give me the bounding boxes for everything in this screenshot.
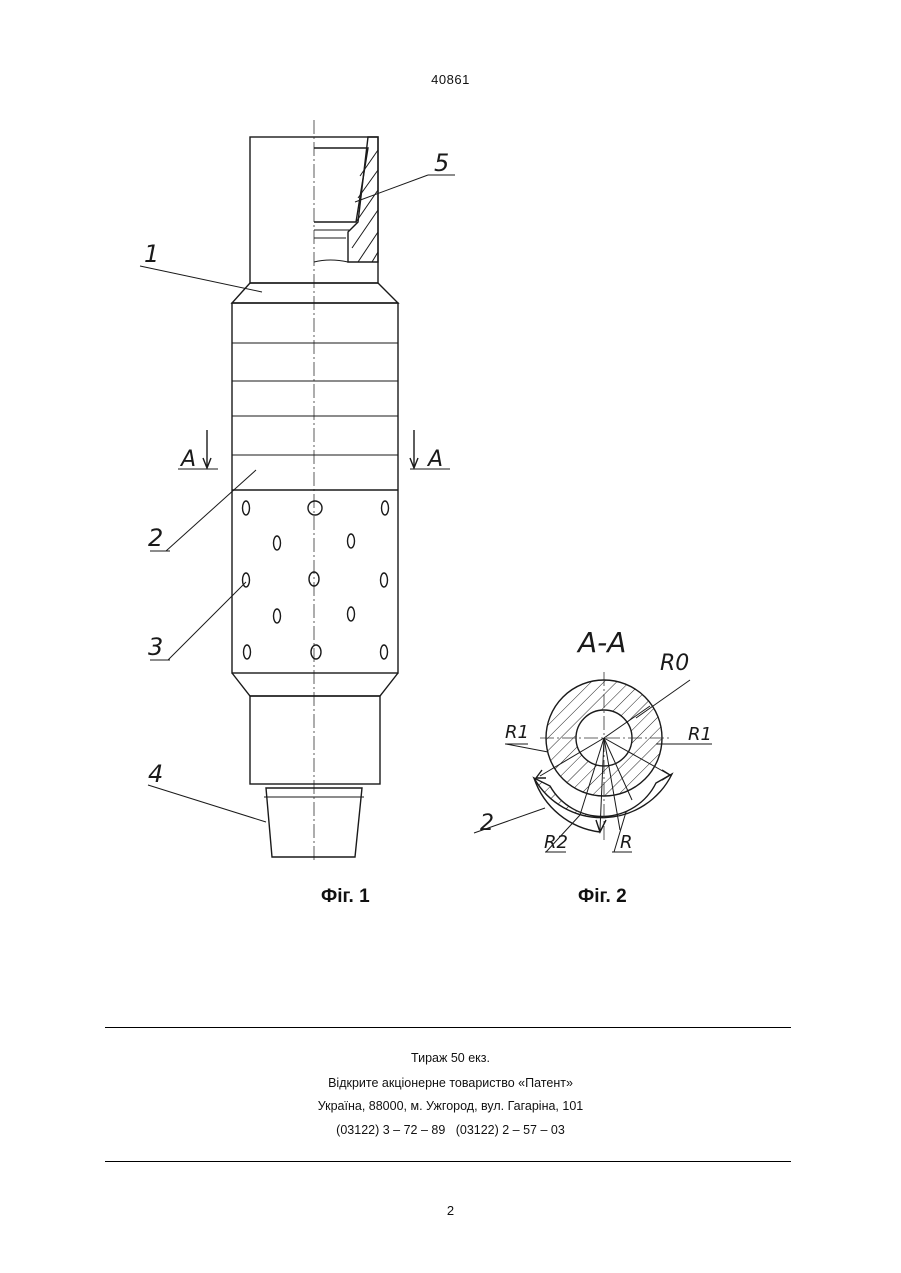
imprint-bottom-rule [105, 1161, 791, 1162]
label-part-5: 5 [434, 149, 449, 177]
label-section-left: A [179, 447, 196, 472]
fig1-leaders [140, 175, 455, 822]
figure-1-caption: Фіг. 1 [321, 886, 370, 908]
upper-taper [232, 283, 398, 303]
label-part-1: 1 [144, 240, 159, 268]
imprint-publisher: Відкрите акціонерне товариство «Патент» [0, 1076, 901, 1090]
perforation-holes-3 [243, 501, 389, 659]
threaded-section-5 [314, 137, 378, 262]
imprint-address: Україна, 88000, м. Ужгород, вул. Гагарін… [0, 1099, 901, 1113]
label-section-title: A-A [576, 626, 626, 659]
lower-cylinder [250, 696, 380, 784]
label-section-right: A [426, 447, 443, 472]
figure-2-caption: Фіг. 2 [578, 886, 627, 908]
imprint-top-rule [105, 1027, 791, 1028]
label-fig2-part-2: 2 [480, 811, 494, 836]
figure-1-drawing: 1 5 2 3 4 A A [0, 0, 901, 880]
imprint-circulation: Тираж 50 екз. [0, 1051, 901, 1065]
label-radius-1-left: R1 [505, 722, 529, 743]
page-number: 2 [0, 1203, 901, 1218]
lower-taper [232, 673, 398, 696]
label-part-2: 2 [148, 524, 163, 552]
imprint-phones: (03122) 3 – 72 – 89 (03122) 2 – 57 – 03 [0, 1123, 901, 1137]
label-radius-0: R0 [660, 651, 689, 676]
label-radius-1-right: R1 [688, 724, 712, 745]
figure-2-section [474, 672, 712, 852]
main-body-2 [232, 303, 398, 673]
label-part-4: 4 [148, 760, 163, 788]
label-radius-2: R2 [544, 832, 568, 853]
label-radius: R [620, 832, 633, 853]
label-part-3: 3 [148, 633, 163, 661]
